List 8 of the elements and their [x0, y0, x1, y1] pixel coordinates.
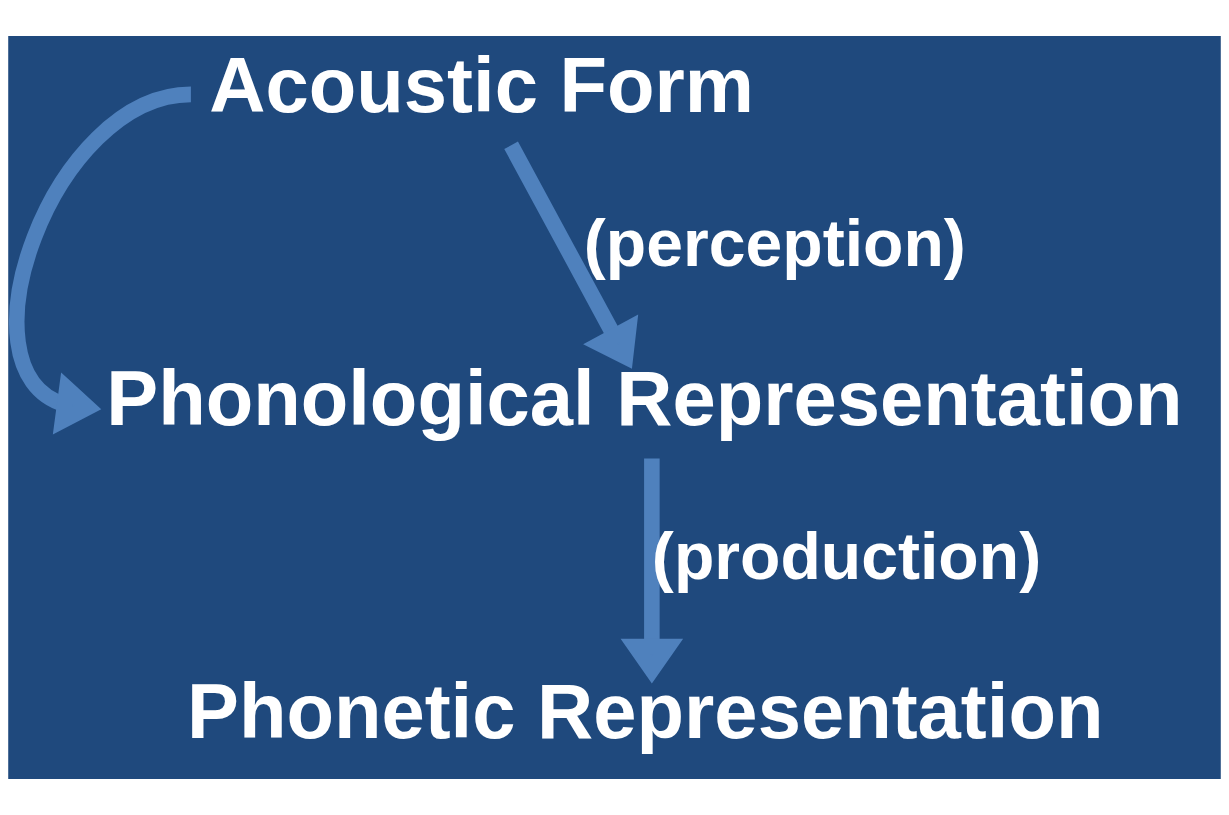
arrow — [9, 86, 193, 435]
arrow — [504, 141, 639, 369]
edge-label: (perception) — [583, 205, 966, 280]
arrow — [620, 458, 684, 684]
node-text: Phonetic Representation — [187, 668, 1104, 755]
edge-label: (production) — [651, 519, 1042, 594]
node-text: Phonological Representation — [106, 355, 1183, 442]
node-text: Acoustic Form — [209, 41, 755, 128]
